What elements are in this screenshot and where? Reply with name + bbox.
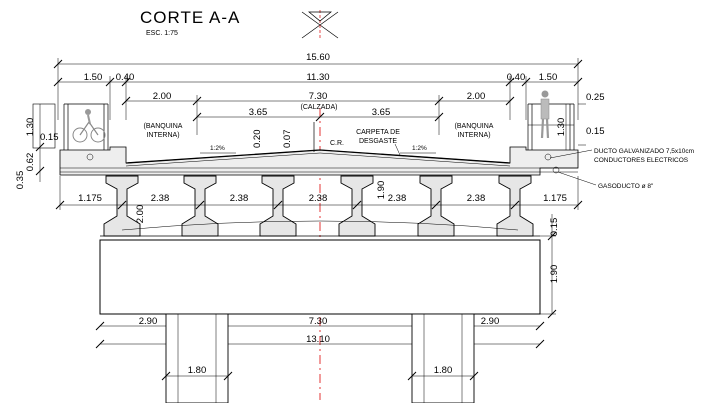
dim-girder-edge-left: 1.175 [78, 193, 102, 204]
dim-left-curb: 0.40 [116, 72, 135, 83]
dim-left-rail-height: 1.30 [25, 118, 36, 137]
dim-girder-depth: 1.90 [376, 181, 387, 200]
dim-girder-spacing-5: 2.38 [467, 193, 486, 204]
carriageway-label: (CALZADA) [301, 104, 338, 111]
right-duct-icon [544, 153, 552, 161]
dim-right-shoulder: 2.00 [467, 91, 486, 102]
right-shoulder-label-2: INTERNA) [457, 132, 490, 139]
dim-right-sidewalk: 1.50 [539, 72, 558, 83]
dim-cap-total: 13.10 [306, 334, 330, 345]
dim-left-sidewalk: 1.50 [84, 72, 103, 83]
wearing-course-label-1: CARPETA DE [356, 129, 400, 136]
right-railing [527, 103, 575, 150]
dim-cap-height: 1.90 [549, 265, 560, 284]
dim-left-curb-height: 0.15 [40, 132, 59, 143]
dim-left-slab-thickness: 0.35 [15, 171, 26, 190]
note-gas: GASODUCTO ø 8" [598, 183, 654, 190]
left-shoulder-label-1: (BANQUINA [144, 123, 183, 130]
dim-right-rail-height: 1.30 [556, 118, 567, 137]
dim-cap-left: 2.90 [139, 316, 158, 327]
note-duct-1: DUCTO GALVANIZADO 7,5x10cm [594, 148, 694, 155]
right-notes: DUCTO GALVANIZADO 7,5x10cm CONDUCTORES E… [549, 148, 694, 190]
dim-center-thickness-2: 0.07 [282, 130, 293, 149]
gas-pipe-icon [552, 166, 560, 174]
deck-slab [59, 146, 579, 176]
cyclist-icon [72, 109, 106, 143]
top-dimensions: 15.60 1.50 0.40 11.30 0.40 1.50 2.00 7.3… [53, 52, 583, 135]
dim-pile-left: 1.80 [188, 365, 207, 376]
dim-left-lane: 3.65 [249, 107, 268, 118]
dim-girder-edge-right: 1.175 [543, 193, 567, 204]
left-shoulder-label-2: INTERNA) [146, 132, 179, 139]
left-side-dimensions: 1.30 0.15 0.62 0.35 [15, 103, 59, 190]
dim-right-curb-height: 0.15 [586, 126, 605, 137]
dim-girder-spacing-2: 2.38 [230, 193, 249, 204]
note-duct-2: CONDUCTORES ELECTRICOS [594, 157, 689, 164]
dim-girder-height: 2.00 [135, 205, 146, 224]
right-shoulder-label-1: (BANQUINA [455, 123, 494, 130]
dim-left-shoulder: 2.00 [153, 91, 172, 102]
dim-right-top-rail: 0.25 [586, 92, 605, 103]
dim-girder-spacing-4: 2.38 [388, 193, 407, 204]
dim-pile-right: 1.80 [434, 365, 453, 376]
dim-right-lane: 3.65 [372, 107, 391, 118]
dim-cap-center: 7.30 [309, 316, 328, 327]
dim-total-width: 15.60 [306, 52, 330, 63]
slope-right-label: 1:2% [412, 145, 427, 152]
slope-left-label: 1:2% [210, 145, 225, 152]
wearing-course-label-2: DESGASTE [359, 138, 397, 145]
girders [103, 175, 534, 237]
right-side-dimensions: 0.25 1.30 0.15 [556, 92, 605, 150]
drawing-scale: ESC. 1:75 [146, 30, 178, 37]
crown-label: C.R. [330, 140, 344, 147]
girder-3 [259, 175, 297, 237]
girder-2 [181, 175, 219, 237]
drawing-title: CORTE A-A [140, 8, 240, 27]
dim-center-thickness-1: 0.20 [252, 130, 263, 149]
dim-left-beam-depth: 0.62 [25, 153, 36, 172]
section-symbol-icon [301, 10, 339, 40]
dim-right-curb: 0.40 [507, 72, 526, 83]
pier-cap: 0.15 1.90 [99, 214, 560, 319]
piles: 1.80 1.80 [161, 313, 479, 403]
girder-5 [417, 175, 455, 237]
left-duct-icon [86, 153, 94, 161]
girder-spacing-dimensions: 1.175 2.38 2.38 2.38 2.38 2.38 1.175 2.0… [55, 176, 583, 224]
dim-carriageway: 7.30 [309, 91, 328, 102]
dim-cap-top: 0.15 [549, 218, 560, 237]
dim-cap-right: 2.90 [481, 316, 500, 327]
pedestrian-icon [540, 90, 550, 139]
left-railing [63, 103, 109, 150]
dim-girder-spacing-3: 2.38 [309, 193, 328, 204]
girder-6 [496, 175, 534, 237]
dim-girder-spacing-1: 2.38 [151, 193, 170, 204]
dim-inner-width: 11.30 [306, 72, 329, 83]
girder-4 [338, 175, 376, 237]
